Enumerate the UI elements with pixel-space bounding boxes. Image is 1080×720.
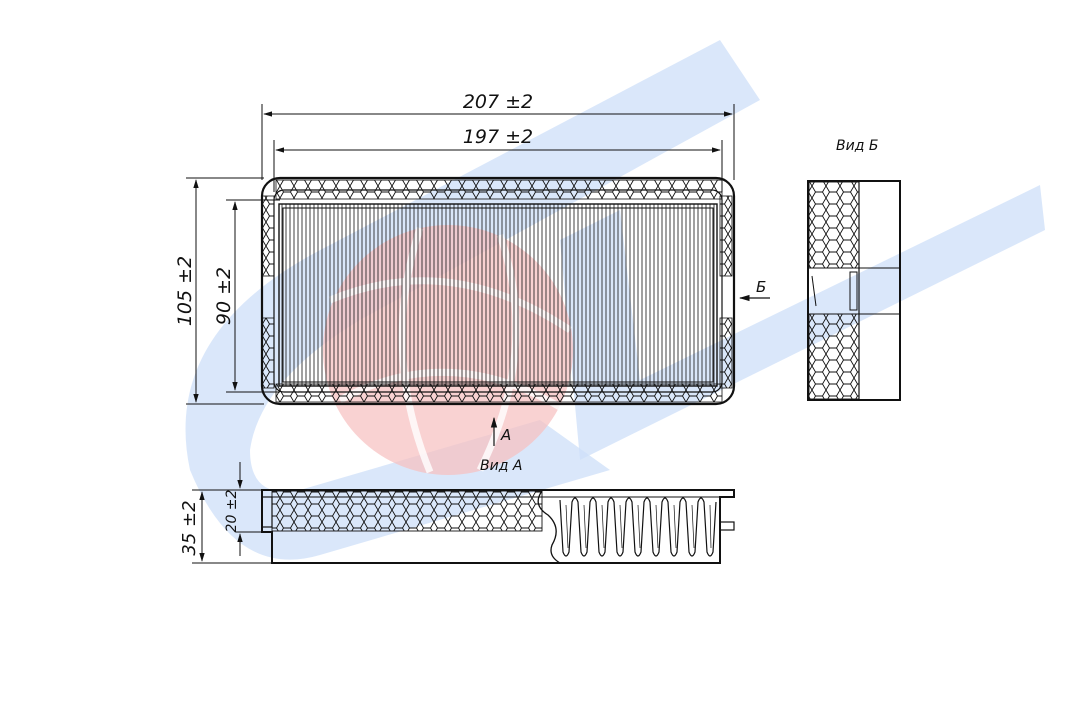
- top-view: [260, 176, 736, 406]
- view-a-title: Вид А: [480, 458, 522, 474]
- view-b-outline: [807, 180, 901, 401]
- view-a-arrow: А Вид А: [480, 416, 522, 474]
- dim-inner-width-text: 90 ±2: [213, 267, 235, 325]
- view-b-side-section: Вид Б: [807, 138, 901, 401]
- dim-overall-length-text: 207 ±2: [463, 91, 533, 113]
- dim-inner-length-text: 197 ±2: [463, 126, 533, 148]
- honeycomb-top-band: [275, 179, 723, 200]
- view-b-arrow: Б: [738, 278, 770, 302]
- honeycomb-bottom-band: [275, 383, 723, 403]
- pleated-media-border: [282, 207, 714, 383]
- dim-inner-height-text: 20 ±2: [224, 489, 240, 532]
- view-b-marker: Б: [756, 278, 766, 296]
- dimension-inner-length: 197 ±2: [273, 126, 723, 192]
- front-break-line: [537, 490, 561, 564]
- view-b-honeycomb-lower: [808, 313, 860, 400]
- outer-frame: [260, 176, 736, 406]
- honeycomb-right-upper: [719, 195, 733, 277]
- dimension-inner-width: 90 ±2: [213, 199, 280, 393]
- front-outline: [261, 489, 735, 564]
- view-b-honeycomb-upper: [808, 181, 860, 269]
- dimension-overall-width: 105 ±2: [174, 177, 264, 405]
- dimension-overall-length: 207 ±2: [261, 91, 735, 180]
- front-view-section: [261, 489, 735, 564]
- dim-overall-height-text: 35 ±2: [179, 500, 200, 555]
- honeycomb-left-lower: [261, 317, 275, 389]
- dimension-inner-height: 20 ±2: [224, 462, 264, 556]
- front-right-tab: [719, 521, 735, 531]
- front-pleats: [559, 497, 717, 557]
- view-b-slot: [849, 271, 858, 311]
- view-b-title: Вид Б: [836, 138, 878, 154]
- front-left-tab: [261, 496, 273, 528]
- watermark-letter-s: [185, 40, 760, 560]
- dim-overall-width-text: 105 ±2: [174, 256, 196, 326]
- dimension-overall-height: 35 ±2: [179, 489, 274, 564]
- front-honeycomb: [271, 490, 543, 532]
- honeycomb-left-upper: [261, 195, 275, 277]
- honeycomb-right-lower: [719, 317, 733, 389]
- view-a-marker: А: [500, 426, 511, 444]
- pleated-media: [278, 203, 718, 387]
